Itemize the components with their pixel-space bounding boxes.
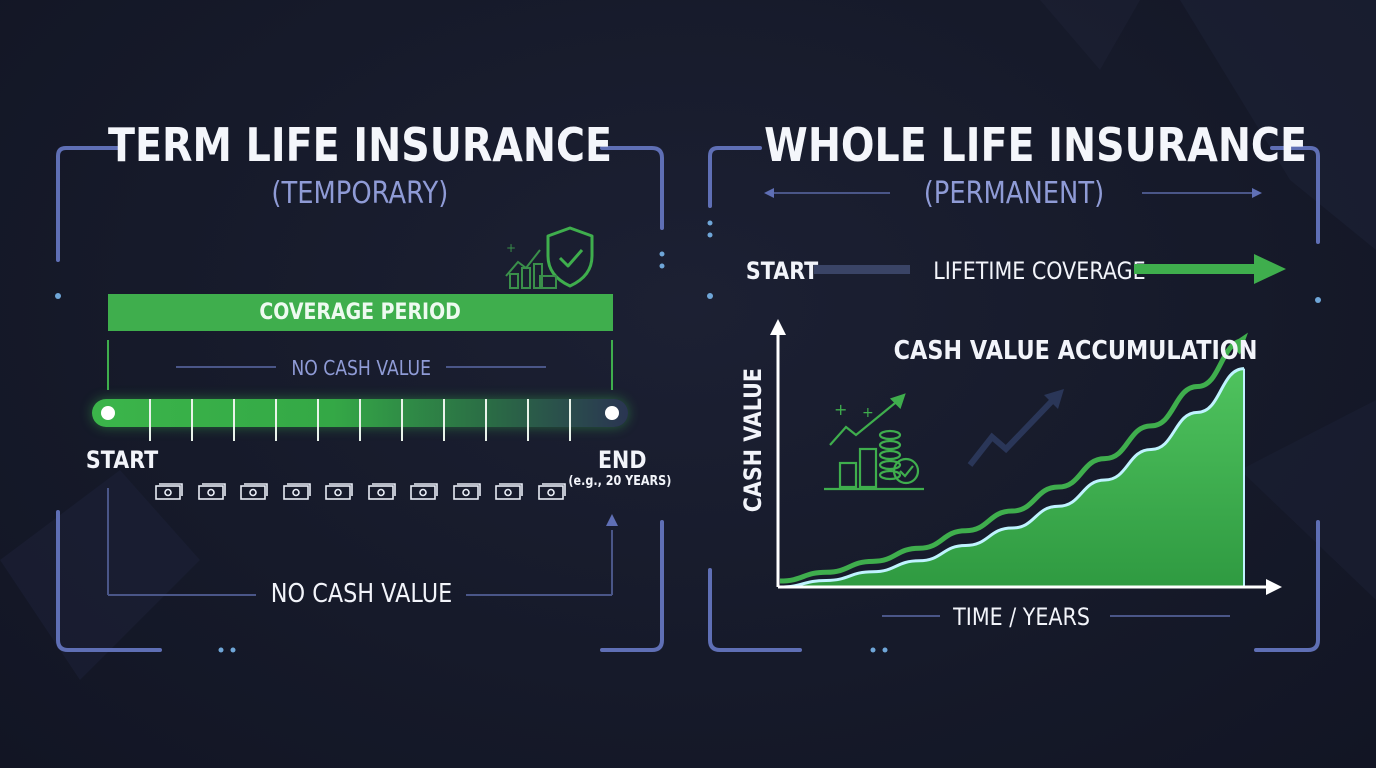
timeline-tick [275, 399, 277, 441]
cash-bill-icon [495, 483, 523, 500]
term-start-label: START [85, 446, 159, 474]
cash-bill-icon [410, 483, 438, 500]
term-title: TERM LIFE INSURANCE [107, 118, 613, 172]
lifetime-arrow [1134, 254, 1286, 284]
growth-trend-line [779, 338, 1245, 584]
chart-title: CASH VALUE ACCUMULATION [893, 336, 1258, 366]
coin-stack-growth-icon [824, 393, 924, 491]
cash-bill-icon [368, 483, 396, 500]
timeline-end-dot [605, 406, 619, 420]
timeline-tick [527, 399, 529, 441]
timeline-tick [569, 399, 571, 441]
cash-value-chart: + + [770, 319, 1282, 595]
term-subtitle: (TEMPORARY) [271, 176, 449, 211]
shield-check-icon: + [505, 226, 594, 289]
coverage-period-bar: COVERAGE PERIOD [108, 294, 613, 331]
growth-arrow-head [1230, 332, 1248, 355]
y-axis-arrow [770, 319, 786, 335]
cash-bill-icon [325, 483, 353, 500]
cash-bill-icon [198, 483, 226, 500]
no-cash-value-bottom-label: NO CASH VALUE [270, 579, 452, 609]
cash-bill-icon [283, 483, 311, 500]
svg-text:+: + [506, 241, 516, 255]
cash-bill-icon [155, 483, 183, 500]
timeline-tick [485, 399, 487, 441]
cash-bill-icon [538, 483, 566, 500]
term-end-label: END [597, 446, 647, 474]
whole-subtitle: (PERMANENT) [923, 176, 1105, 211]
no-cash-value-top-label: NO CASH VALUE [291, 356, 431, 380]
svg-text:+: + [834, 400, 847, 419]
timeline-tick [191, 399, 193, 441]
term-end-note: (e.g., 20 YEARS) [568, 474, 672, 489]
trend-arrow-icon [967, 398, 1055, 467]
timeline-tick [233, 399, 235, 441]
x-axis-arrow [1266, 579, 1282, 595]
svg-text:+: + [862, 405, 874, 421]
cash-bill-icon [453, 483, 481, 500]
whole-title: WHOLE LIFE INSURANCE [764, 118, 1308, 172]
timeline-tick [359, 399, 361, 441]
trend-arrow-head [1044, 389, 1064, 409]
whole-start-label: START [745, 257, 819, 285]
cash-value-curve [779, 367, 1245, 589]
cash-bill-icon [240, 483, 268, 500]
chart-x-label: TIME / YEARS [953, 603, 1091, 631]
timeline-tick [443, 399, 445, 441]
cash-value-area [780, 368, 1244, 587]
timeline-tick [401, 399, 403, 441]
timeline-tick [149, 399, 151, 441]
chart-y-label: CASH VALUE [739, 367, 767, 513]
timeline-start-dot [101, 406, 115, 420]
timeline-tick [317, 399, 319, 441]
whole-frame [707, 146, 1321, 653]
term-frame [55, 146, 665, 653]
lifetime-coverage-label: LIFETIME COVERAGE [933, 257, 1146, 285]
